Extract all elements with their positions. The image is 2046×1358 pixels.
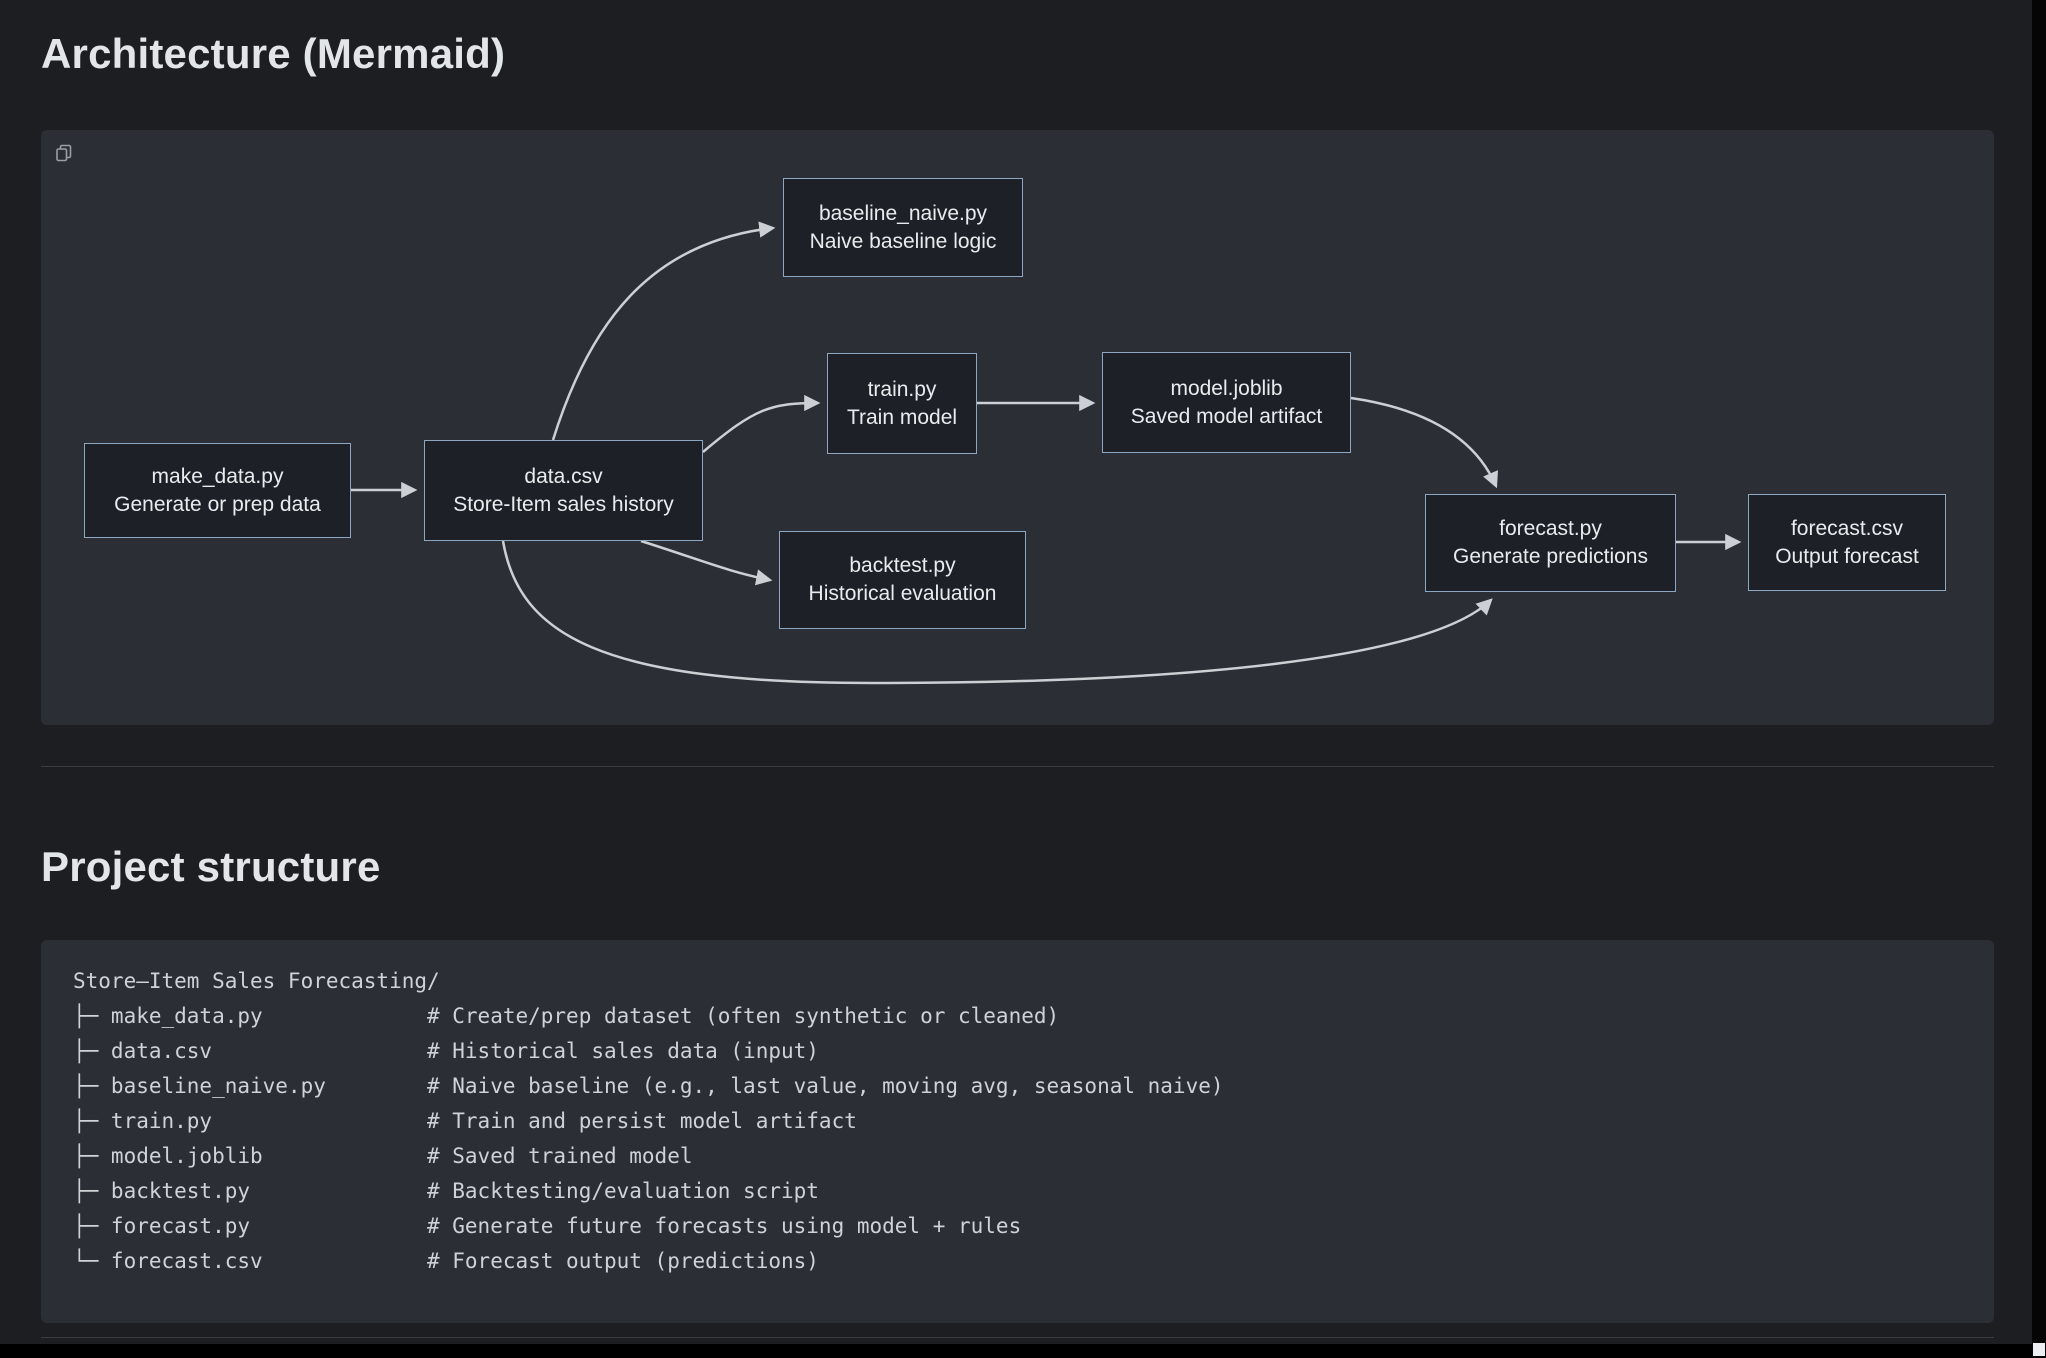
scrollbar-thumb[interactable]: [2033, 1343, 2045, 1356]
file-comment: # Train and persist model artifact: [426, 1109, 857, 1133]
node-subtitle: Output forecast: [1775, 544, 1919, 568]
tree-row: └─forecast.csv# Forecast output (predict…: [73, 1244, 1974, 1279]
node-title: forecast.py: [1499, 517, 1602, 540]
file-name: baseline_naive.py: [110, 1074, 326, 1098]
edge-data-to-baseline: [551, 221, 776, 441]
node-title: train.py: [867, 377, 937, 401]
tree-row: ├─make_data.py# Create/prep dataset (oft…: [73, 999, 1974, 1034]
file-comment: # Naive baseline (e.g., last value, movi…: [426, 1074, 1224, 1098]
scrollbar-track[interactable]: [2032, 0, 2046, 1358]
diagram-node-forecast-csv: forecast.csv Output forecast: [1748, 494, 1946, 591]
file-comment: # Saved trained model: [426, 1144, 693, 1168]
file-comment: # Create/prep dataset (often synthetic o…: [426, 1004, 1060, 1028]
edge-model-to-forecast: [1350, 396, 1498, 489]
node-subtitle: Historical evaluation: [808, 582, 997, 605]
node-title: model.joblib: [1170, 376, 1283, 400]
project-structure-code-block: Store—Item Sales Forecasting/ ├─make_data…: [41, 940, 1994, 1323]
tree-row: ├─forecast.py# Generate future forecasts…: [73, 1209, 1974, 1244]
node-title: data.csv: [524, 464, 603, 488]
tree-row: ├─model.joblib# Saved trained model: [73, 1139, 1974, 1174]
file-comment: # Historical sales data (input): [426, 1039, 819, 1063]
node-subtitle: Store-Item sales history: [453, 492, 674, 516]
tree-row: ├─backtest.py# Backtesting/evaluation sc…: [73, 1174, 1974, 1209]
diagram-node-make-data: make_data.py Generate or prep data: [84, 443, 351, 538]
tree-row: ├─train.py# Train and persist model arti…: [73, 1104, 1974, 1139]
tree-root: Store—Item Sales Forecasting/: [73, 969, 440, 993]
tree-row: ├─data.csv# Historical sales data (input…: [73, 1034, 1974, 1069]
node-subtitle: Generate or prep data: [114, 492, 321, 516]
project-tree: Store—Item Sales Forecasting/ ├─make_data…: [73, 964, 1974, 1279]
diagram-node-model-joblib: model.joblib Saved model artifact: [1102, 352, 1351, 453]
node-subtitle: Saved model artifact: [1130, 404, 1323, 428]
node-subtitle: Generate predictions: [1453, 545, 1648, 568]
file-name: forecast.csv: [110, 1249, 263, 1273]
node-subtitle: Train model: [846, 405, 958, 429]
file-name: model.joblib: [110, 1144, 263, 1168]
mermaid-diagram-panel: make_data.py Generate or prep data data.…: [41, 130, 1994, 725]
node-title: forecast.csv: [1790, 516, 1904, 540]
diagram-node-data-csv: data.csv Store-Item sales history: [424, 440, 703, 541]
node-title: baseline_naive.py: [818, 201, 988, 225]
file-name: data.csv: [110, 1039, 213, 1063]
file-comment: # Forecast output (predictions): [426, 1249, 819, 1273]
diagram-node-baseline-naive: baseline_naive.py Naive baseline logic: [783, 178, 1023, 277]
file-comment: # Backtesting/evaluation script: [426, 1179, 819, 1203]
copy-icon-glyph: [56, 144, 72, 162]
section-title-architecture: Architecture (Mermaid): [41, 30, 506, 77]
section-divider: [41, 766, 1994, 767]
section-title-project-structure: Project structure: [41, 843, 381, 890]
node-title: make_data.py: [151, 464, 284, 488]
node-subtitle: Naive baseline logic: [809, 229, 997, 253]
node-title: backtest.py: [849, 554, 956, 577]
file-name: make_data.py: [110, 1004, 263, 1028]
diagram-node-backtest: backtest.py Historical evaluation: [779, 531, 1026, 629]
file-comment: # Generate future forecasts using model …: [426, 1214, 1022, 1238]
file-name: backtest.py: [110, 1179, 250, 1203]
copy-icon[interactable]: [51, 140, 77, 166]
diagram-node-train: train.py Train model: [827, 353, 977, 454]
diagram-node-forecast-py: forecast.py Generate predictions: [1425, 494, 1676, 592]
tree-row: ├─baseline_naive.py# Naive baseline (e.g…: [73, 1069, 1974, 1104]
edge-data-to-backtest: [640, 539, 773, 586]
edge-data-to-train: [702, 394, 821, 453]
file-name: train.py: [110, 1109, 213, 1133]
bottom-divider: [41, 1337, 1994, 1338]
file-name: forecast.py: [110, 1214, 250, 1238]
